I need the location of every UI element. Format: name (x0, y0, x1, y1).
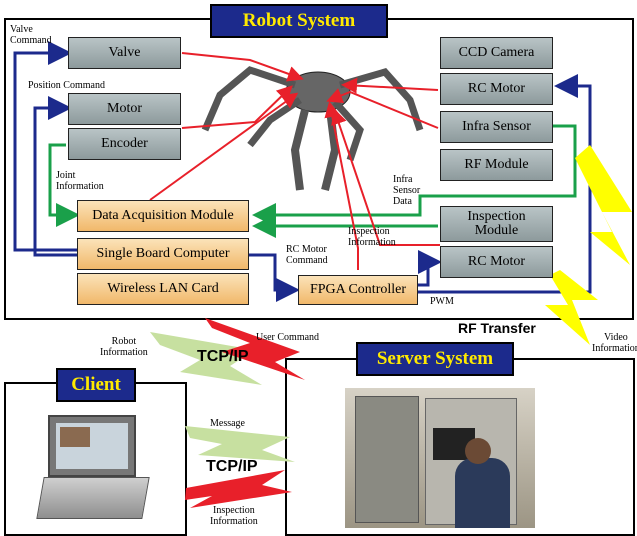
message-label: Message (210, 418, 245, 429)
ccd-camera-box: CCD Camera (440, 37, 553, 69)
valve-command-label: Valve Command (10, 24, 52, 46)
infra-data-l3: Data (393, 196, 412, 207)
robot-information-label: Robot Information (100, 336, 148, 358)
valve-command-l1: Valve (10, 24, 33, 35)
server-photo (345, 388, 535, 528)
tcpip-top-label: TCP/IP (197, 348, 249, 365)
robot-system-title-text: Robot System (242, 10, 356, 31)
encoder-box: Encoder (68, 128, 181, 160)
position-command-label: Position Command (28, 80, 105, 91)
robot-info-l1: Robot (111, 336, 137, 347)
joint-info-label: Joint Information (56, 170, 104, 192)
client-laptop-photo (36, 415, 150, 520)
server-system-title-text: Server System (376, 348, 494, 369)
rf-module-box: RF Module (440, 149, 553, 181)
rc-motor-command-l1: RC Motor (286, 244, 327, 255)
robot-info-l2: Information (100, 347, 148, 358)
video-info-l1: Video (603, 332, 628, 343)
inspection-information-label: Inspection Information (348, 226, 396, 248)
inspection-info-link-l2: Information (210, 516, 258, 527)
infra-data-l2: Sensor (393, 185, 421, 196)
message-lightning (185, 426, 295, 462)
user-command-label: User Command (256, 332, 320, 343)
data-acquisition-box: Data Acquisition Module (77, 200, 249, 232)
rc-motor-top-box: RC Motor (440, 73, 553, 105)
robot-system-title: Robot System (210, 4, 388, 38)
inspection-module-label-1: Inspection (467, 209, 526, 224)
video-information-label: Video Information (592, 332, 637, 354)
infra-sensor-box: Infra Sensor (440, 111, 553, 143)
joint-info-l1: Joint (56, 170, 76, 181)
joint-info-l2: Information (56, 181, 104, 192)
rf-transfer-label: RF Transfer (458, 320, 536, 336)
pwm-label: PWM (430, 296, 454, 307)
single-board-computer-box: Single Board Computer (77, 238, 249, 270)
inspection-info-link-l1: Inspection (213, 505, 255, 516)
inspection-module-label-2: Module (474, 223, 519, 238)
rc-motor-bottom-box: RC Motor (440, 246, 553, 278)
fpga-controller-box: FPGA Controller (298, 275, 418, 305)
tcpip-bottom-label: TCP/IP (206, 458, 258, 475)
video-info-l2: Information (592, 343, 637, 354)
inspection-info-l2: Information (348, 237, 396, 248)
infra-data-l1: Infra (393, 174, 413, 185)
infra-sensor-data-label: Infra Sensor Data (393, 174, 420, 207)
client-title-text: Client (71, 374, 121, 395)
motor-box: Motor (68, 93, 181, 125)
client-title: Client (56, 368, 136, 402)
inspection-module-box: Inspection Module (440, 206, 553, 242)
wireless-lan-card-box: Wireless LAN Card (77, 273, 249, 305)
inspection-info-l1: Inspection (348, 226, 390, 237)
valve-box: Valve (68, 37, 181, 69)
rc-motor-command-l2: Command (286, 255, 328, 266)
valve-command-l2: Command (10, 35, 52, 46)
rc-motor-command-label: RC Motor Command (286, 244, 328, 266)
server-system-title: Server System (356, 342, 514, 376)
inspection-info-link-label: Inspection Information (210, 505, 258, 527)
